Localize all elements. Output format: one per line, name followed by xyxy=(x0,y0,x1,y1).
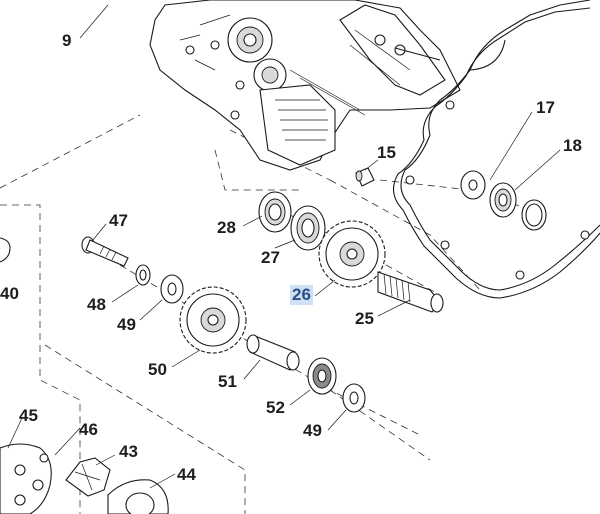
callout-51[interactable]: 51 xyxy=(218,372,237,391)
bearing-27 xyxy=(290,205,326,251)
callout-9[interactable]: 9 xyxy=(62,31,72,50)
clip-40 xyxy=(0,237,11,263)
cover-44 xyxy=(107,479,169,514)
callout-26-highlighted[interactable]: 26 xyxy=(290,285,313,305)
needle-bearing-52 xyxy=(307,357,337,395)
shaft-25 xyxy=(377,271,444,313)
callout-17[interactable]: 17 xyxy=(536,98,555,117)
callout-15[interactable]: 15 xyxy=(377,143,396,162)
callout-45[interactable]: 45 xyxy=(19,406,38,425)
cover-gasket xyxy=(392,0,600,299)
callout-44[interactable]: 44 xyxy=(177,465,196,484)
washer-49a xyxy=(160,274,184,304)
washer xyxy=(460,170,486,200)
crankcase-housing xyxy=(149,0,461,171)
assembly-guide-lines xyxy=(0,114,531,514)
sleeve-51 xyxy=(246,334,300,371)
callout-47[interactable]: 47 xyxy=(109,211,128,230)
pump-body-46 xyxy=(0,443,52,514)
gear-26 xyxy=(318,220,386,288)
callout-28[interactable]: 28 xyxy=(217,218,236,237)
callout-49-upper[interactable]: 49 xyxy=(117,315,136,334)
bearing xyxy=(489,182,547,231)
callout-50[interactable]: 50 xyxy=(148,360,167,379)
gear-50 xyxy=(179,286,247,354)
callout-27[interactable]: 27 xyxy=(261,248,280,267)
bolt-47 xyxy=(81,236,129,267)
callout-40[interactable]: 40 xyxy=(0,284,19,303)
callout-52[interactable]: 52 xyxy=(266,398,285,417)
callout-18[interactable]: 18 xyxy=(563,136,582,155)
washer-48 xyxy=(135,264,151,286)
washer-49b xyxy=(342,383,366,413)
callout-25[interactable]: 25 xyxy=(355,309,374,328)
leader-lines xyxy=(7,4,561,489)
callout-43[interactable]: 43 xyxy=(119,442,138,461)
callout-49-lower[interactable]: 49 xyxy=(303,421,322,440)
callout-46[interactable]: 46 xyxy=(79,420,98,439)
bearing-28 xyxy=(258,191,292,233)
rotor-43 xyxy=(65,457,111,497)
callout-48[interactable]: 48 xyxy=(87,295,106,314)
pin xyxy=(355,167,375,187)
